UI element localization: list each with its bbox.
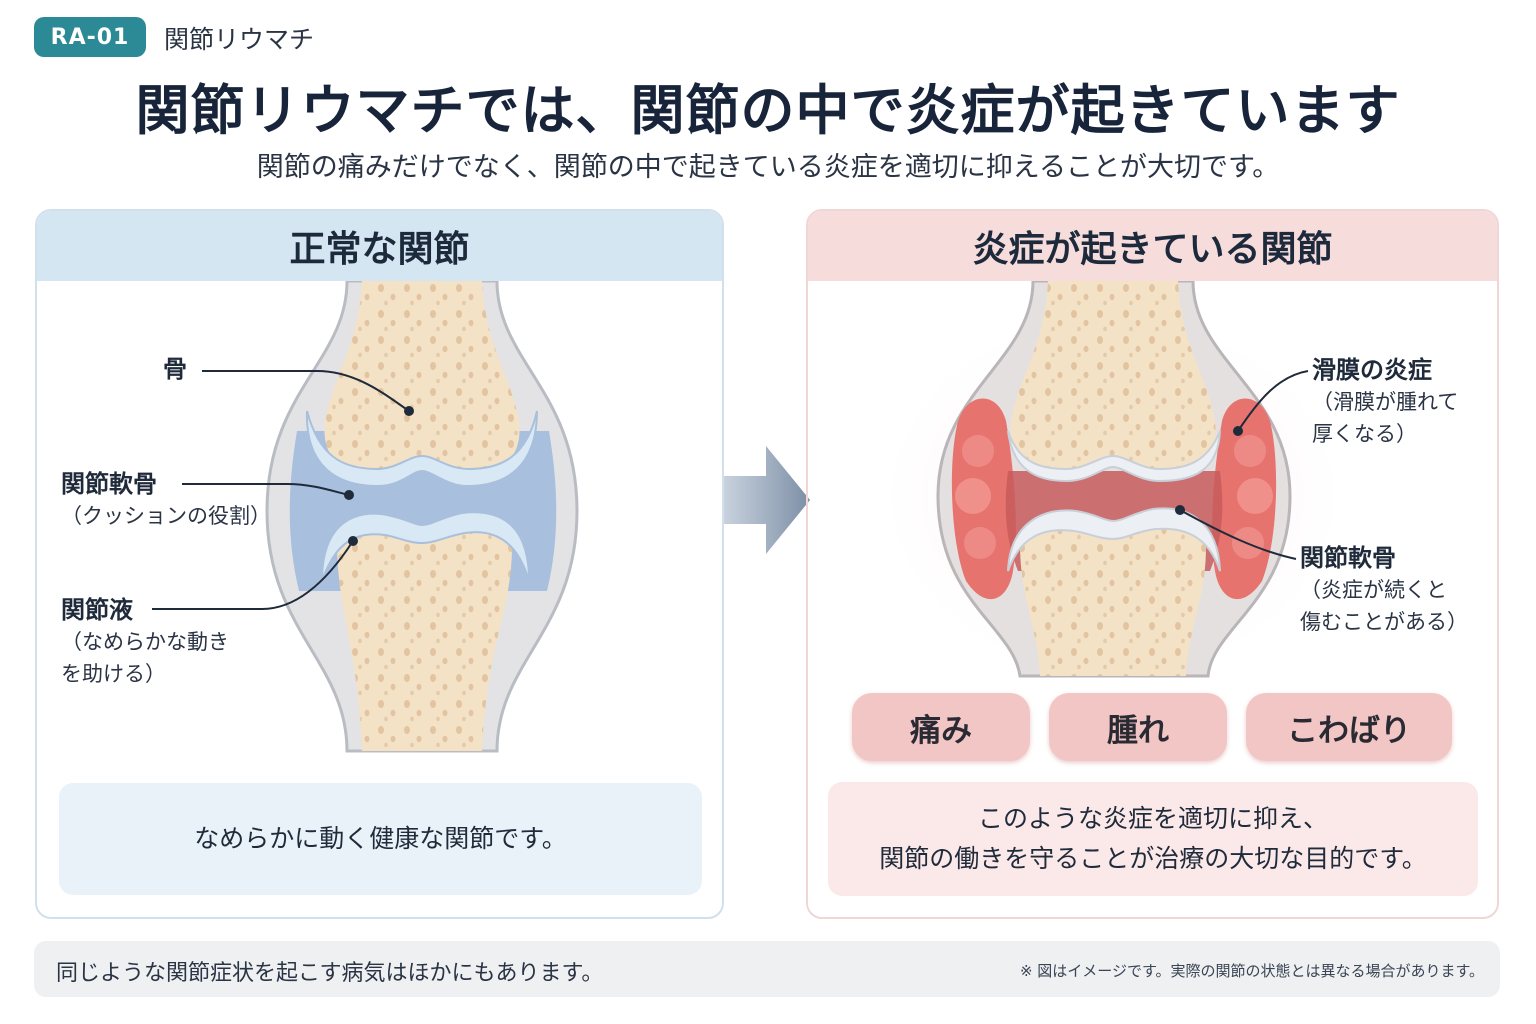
inflamed-cartilage-leader (1179, 509, 1297, 560)
fluid-label: 関節液 （なめらかな動き を助ける） (61, 596, 229, 686)
inflamed-cartilage-label: 関節軟骨 （炎症が続くと 傷むことがある） (1300, 544, 1468, 634)
inflamed-upper-cartilage (1007, 430, 1221, 483)
inflamed-joint-title: 炎症が起きている関節 (808, 211, 1497, 281)
inflamed-caption-line-2: 関節の働きを守ることが治療の大切な目的です。 (879, 844, 1427, 873)
bone-leader (202, 370, 410, 412)
cartilage-label: 関節軟骨 （クッションの役割） (61, 470, 271, 528)
upper-cartilage (305, 410, 538, 488)
synovium-leader (1237, 370, 1309, 432)
inflamed-lower-cartilage (1007, 507, 1221, 572)
bone-label: 骨 (163, 355, 187, 383)
normal-joint-caption: なめらかに動く健康な関節です。 (59, 783, 702, 895)
page-title: 関節リウマチでは、関節の中で炎症が起きています (135, 79, 1401, 142)
category-label: 関節リウマチ (164, 25, 315, 54)
symptom-stiffness-badge: こわばり (1246, 693, 1452, 761)
transition-arrow-icon (724, 446, 810, 554)
normal-joint-panel: 正常な関節 骨 関節軟骨 （クッションの役割） (35, 209, 724, 919)
lower-cartilage (321, 511, 530, 582)
fluid-leader (152, 540, 354, 610)
symptom-pain-badge: 痛み (852, 693, 1030, 761)
id-tag: RA-01 (34, 17, 146, 57)
normal-joint-title: 正常な関節 (37, 211, 722, 281)
inflamed-caption-line-1: このような炎症を適切に抑え、 (977, 804, 1328, 833)
footer-disclaimer: ※ 図はイメージです。実際の関節の状態とは異なる場合があります。 (1019, 962, 1484, 980)
footer-left-text: 同じような関節症状を起こす病気はほかにもあります。 (56, 961, 604, 986)
synovium-label: 滑膜の炎症 （滑膜が腫れて 厚くなる） (1312, 356, 1459, 446)
footer-note: 同じような関節症状を起こす病気はほかにもあります。 ※ 図はイメージです。実際の… (34, 941, 1500, 997)
symptom-swelling-badge: 腫れ (1049, 693, 1227, 761)
inflamed-joint-illustration (873, 281, 1353, 686)
page-subtitle: 関節の痛みだけでなく、関節の中で起きている炎症を適切に抑えることが大切です。 (256, 152, 1280, 183)
inflamed-joint-caption: このような炎症を適切に抑え、 関節の働きを守ることが治療の大切な目的です。 (828, 782, 1478, 896)
normal-joint-illustration (152, 281, 579, 753)
cartilage-leader (182, 483, 350, 496)
inflamed-joint-panel: 炎症が起きている関節 (806, 209, 1499, 919)
